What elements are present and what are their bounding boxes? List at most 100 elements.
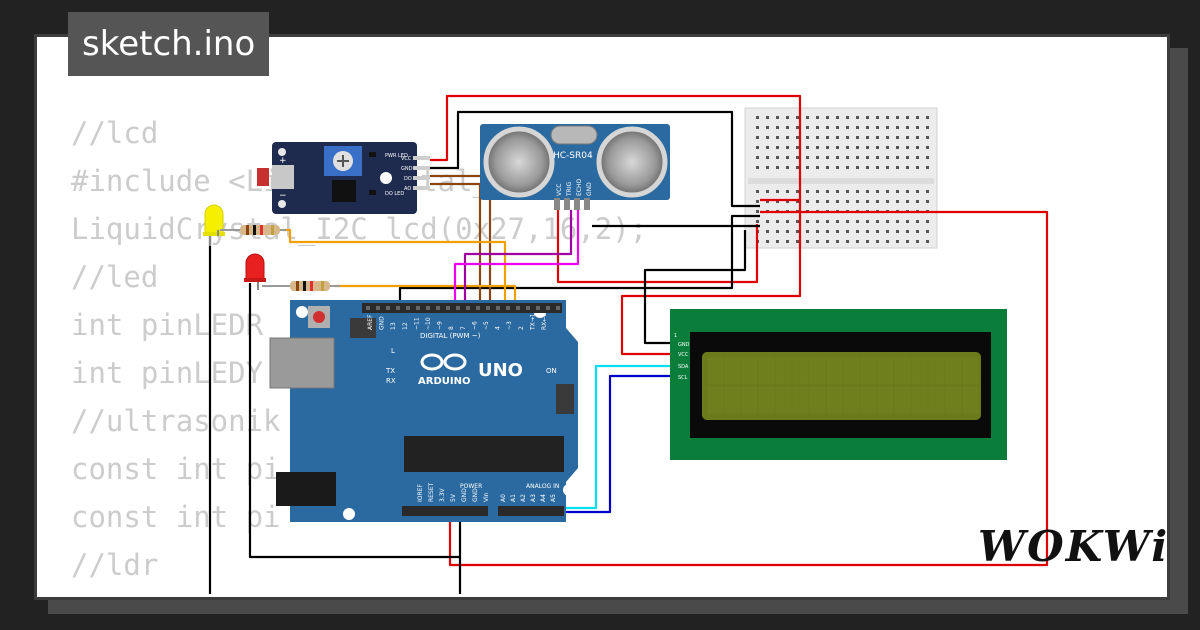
breadboard-hole [836, 116, 839, 119]
breadboard-hole [756, 146, 759, 149]
ldr-module[interactable]: VCC GND DO AO PWR LED DO LED + − [257, 142, 430, 214]
breadboard-hole [926, 220, 929, 223]
breadboard-hole [856, 156, 859, 159]
breadboard-hole [836, 166, 839, 169]
breadboard-hole [856, 116, 859, 119]
analog-pin-label: A0 [500, 494, 507, 502]
breadboard[interactable] [744, 107, 938, 249]
code-line: //lcd [71, 116, 159, 150]
lcd-char-cell [962, 357, 979, 385]
wokwi-logo: WOKWi [978, 522, 1170, 571]
breadboard-hole [916, 240, 919, 243]
wire-red-right [448, 210, 1049, 567]
breadboard-hole [876, 126, 879, 129]
breadboard-hole [786, 220, 789, 223]
breadboard-hole [806, 240, 809, 243]
header-hole [556, 306, 560, 310]
digital-pin-label: RX←0 [541, 313, 548, 330]
digital-label: DIGITAL (PWM ~) [420, 332, 481, 340]
breadboard-hole [916, 200, 919, 203]
breadboard-hole [826, 200, 829, 203]
arduino-logo [420, 353, 467, 371]
breadboard-hole [926, 126, 929, 129]
breadboard-hole [866, 126, 869, 129]
breadboard-hole [786, 136, 789, 139]
breadboard-hole [896, 116, 899, 119]
analog-pin-label: A4 [540, 494, 547, 502]
breadboard-hole [846, 126, 849, 129]
wire-black-board [398, 214, 760, 305]
code-line: int pinLEDY [71, 356, 264, 390]
header-hole [386, 306, 390, 310]
sketch-title[interactable]: sketch.ino [68, 12, 270, 76]
breadboard-hole [786, 156, 789, 159]
breadboard-hole [816, 146, 819, 149]
breadboard-hole [856, 220, 859, 223]
header-hole [416, 306, 420, 310]
breadboard-hole [786, 116, 789, 119]
breadboard-hole [806, 230, 809, 233]
breadboard-hole [916, 126, 919, 129]
breadboard-hole [756, 116, 759, 119]
lcd-display[interactable]: 1 GND VCC SDA SCL [670, 309, 1007, 460]
breadboard-hole [836, 230, 839, 233]
breadboard-hole [776, 200, 779, 203]
breadboard-hole [776, 146, 779, 149]
breadboard-hole [906, 230, 909, 233]
arduino-brand: ARDUINO [418, 376, 470, 387]
breadboard-hole [896, 166, 899, 169]
breadboard-hole [886, 166, 889, 169]
breadboard-hole [816, 220, 819, 223]
breadboard-hole [856, 166, 859, 169]
breadboard-hole [756, 166, 759, 169]
breadboard-hole [856, 230, 859, 233]
breadboard-hole [776, 136, 779, 139]
breadboard-hole [886, 230, 889, 233]
header-hole [516, 306, 520, 310]
breadboard-hole [906, 166, 909, 169]
breadboard-hole [796, 190, 799, 193]
breadboard-hole [886, 240, 889, 243]
lcd-char-cell [911, 357, 928, 385]
arduino-uno[interactable]: UNO ARDUINO DIGITAL (PWM ~) POWER ANALOG… [269, 300, 578, 522]
header-hole [486, 306, 490, 310]
breadboard-hole [866, 166, 869, 169]
breadboard-hole [916, 136, 919, 139]
breadboard-hole [906, 136, 909, 139]
breadboard-hole [826, 240, 829, 243]
arduino-model: UNO [478, 360, 523, 381]
breadboard-hole [866, 190, 869, 193]
breadboard-hole [826, 126, 829, 129]
digital-pin-label: ~3 [506, 321, 513, 330]
breadboard-hole [786, 230, 789, 233]
breadboard-hole [926, 200, 929, 203]
header-hole [466, 306, 470, 310]
lcd-char-cell [741, 357, 758, 385]
lcd-pin-one: 1 [674, 333, 677, 339]
wire-black-lcd [643, 230, 747, 345]
breadboard-hole [846, 240, 849, 243]
digital-pin-label: AREF [367, 314, 374, 330]
breadboard-hole [766, 190, 769, 193]
lcd-pin-vcc: VCC [678, 352, 689, 358]
breadboard-hole [776, 240, 779, 243]
lcd-char-cell [894, 357, 911, 385]
breadboard-hole [796, 126, 799, 129]
breadboard-hole [846, 220, 849, 223]
led-yellow[interactable] [203, 204, 225, 246]
wire-orange-1 [283, 228, 507, 305]
breadboard-hole [836, 126, 839, 129]
wire-red-lcd [620, 200, 802, 356]
header-hole [546, 306, 550, 310]
breadboard-hole [906, 240, 909, 243]
ultrasonic-sensor[interactable]: HC-SR04 VCC TRIG ECHO GND [480, 124, 670, 210]
breadboard-hole [926, 190, 929, 193]
code-line: const int pi [71, 452, 281, 486]
breadboard-hole [816, 116, 819, 119]
breadboard-hole [756, 190, 759, 193]
digital-pin-label: ~5 [483, 321, 490, 330]
breadboard-hole [826, 230, 829, 233]
breadboard-hole [766, 200, 769, 203]
led-red[interactable] [244, 253, 266, 290]
breadboard-hole [816, 240, 819, 243]
